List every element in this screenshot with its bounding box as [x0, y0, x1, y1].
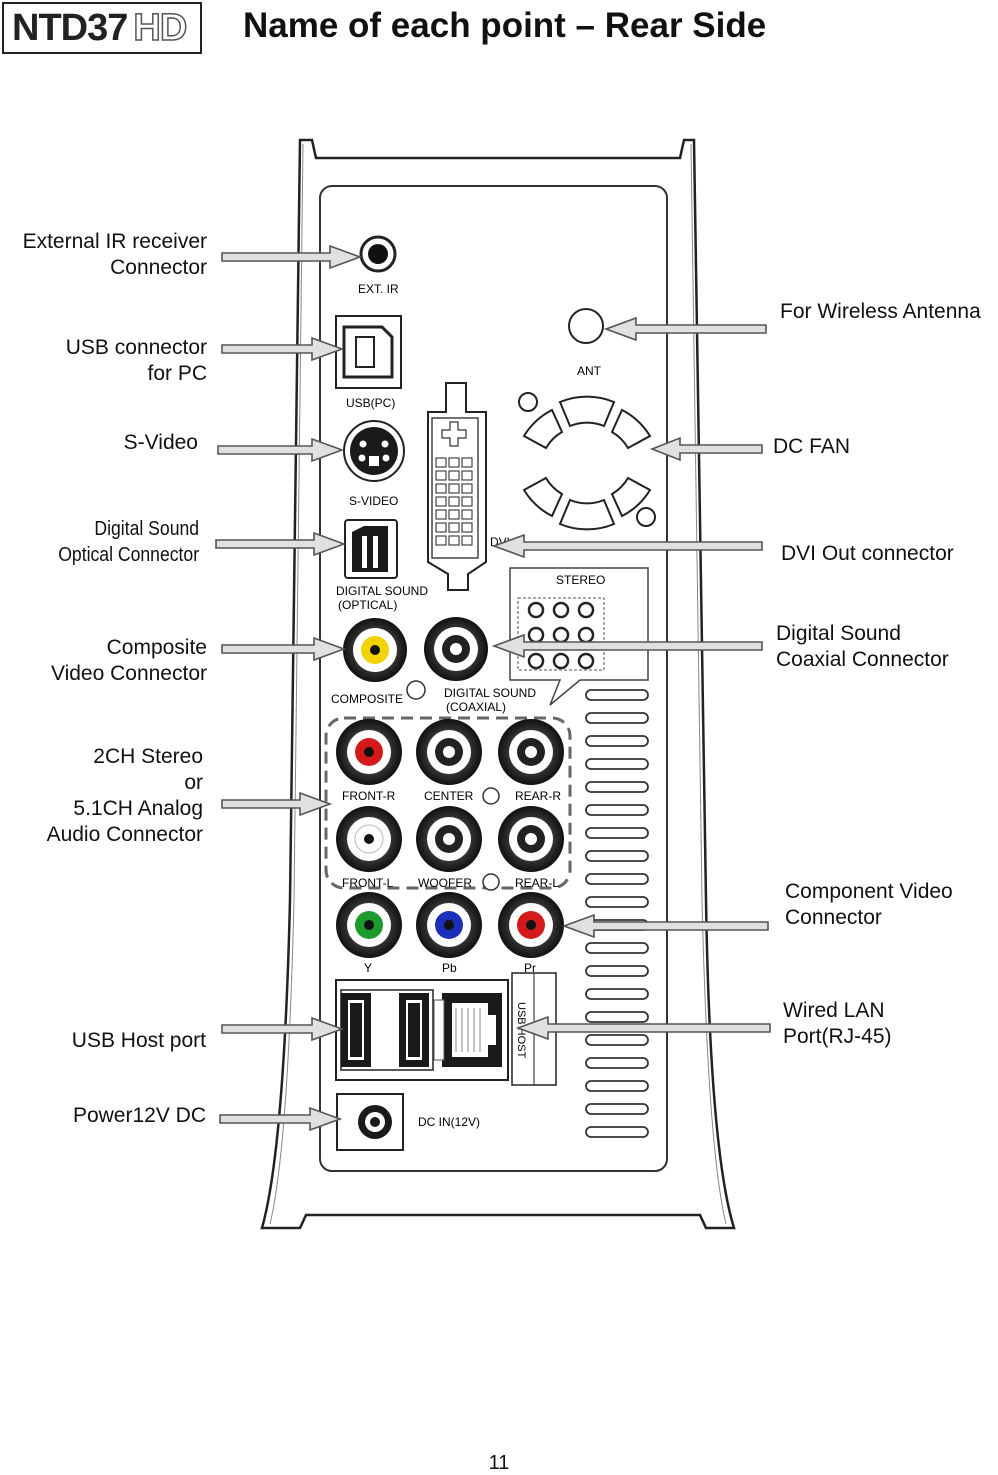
page-number: 11 — [488, 1452, 510, 1474]
component-pb-jack — [416, 892, 482, 958]
brand-logo: NTD37 HD — [2, 2, 202, 54]
logo-main: NTD37 — [12, 6, 128, 49]
woofer-jack — [416, 806, 482, 872]
arrow-composite — [221, 636, 347, 662]
label-usb-host: USB Host port — [71, 1029, 206, 1052]
rear-l-panel-label: REAR-L — [515, 876, 559, 890]
label-dvi: DVI Out connector — [781, 542, 954, 565]
page-title: Name of each point – Rear Side — [243, 6, 767, 45]
optical-port — [344, 519, 398, 579]
analog-audio-group — [324, 716, 572, 890]
dc-in-panel-label: DC IN(12V) — [418, 1115, 480, 1129]
pr-panel-label: Pr — [524, 961, 536, 975]
rear-l-jack — [498, 806, 564, 872]
arrow-fan — [649, 436, 763, 462]
arrow-ext-ir — [221, 244, 363, 270]
arrow-lan — [515, 1015, 771, 1041]
arrow-svideo — [217, 437, 345, 463]
front-r-jack — [336, 719, 402, 785]
usb-host-panel-label: USB HOST — [515, 1002, 527, 1059]
svideo-panel-label: S-VIDEO — [349, 494, 398, 508]
front-l-panel-label: FRONT-L — [342, 876, 394, 890]
arrow-coaxial — [491, 633, 763, 659]
arrow-power — [219, 1106, 343, 1132]
optical-panel-label-2: (OPTICAL) — [338, 598, 397, 612]
composite-jack — [343, 618, 407, 682]
dc-in-jack — [336, 1093, 404, 1151]
fan-vent — [518, 392, 656, 531]
label-power: Power12V DC — [72, 1104, 206, 1127]
usb-host-port — [340, 989, 434, 1071]
ant-panel-label: ANT — [577, 364, 602, 378]
ext-ir-panel-label: EXT. IR — [358, 282, 399, 296]
arrow-antenna — [603, 316, 767, 342]
component-y-jack — [336, 892, 402, 958]
ext-ir-jack — [359, 235, 397, 273]
arrow-dvi — [491, 533, 763, 559]
coaxial-jack — [424, 617, 488, 681]
arrow-analog — [221, 791, 333, 817]
stereo-panel-label: STEREO — [556, 573, 605, 587]
component-pr-jack — [498, 892, 564, 958]
lan-port — [433, 993, 502, 1067]
front-r-panel-label: FRONT-R — [342, 789, 396, 803]
logo-suffix: HD — [133, 6, 188, 50]
optical-panel-label-1: DIGITAL SOUND — [336, 584, 428, 598]
woofer-panel-label: WOOFER — [418, 876, 472, 890]
rear-r-panel-label: REAR-R — [515, 789, 561, 803]
front-l-jack — [336, 806, 402, 872]
stereo-callout — [509, 567, 649, 706]
arrow-component — [561, 913, 769, 939]
coaxial-panel-label-1: DIGITAL SOUND — [444, 686, 536, 700]
arrow-usb-host — [221, 1016, 345, 1042]
center-panel-label: CENTER — [424, 789, 474, 803]
usb-pc-port — [335, 315, 402, 389]
y-panel-label: Y — [364, 961, 372, 975]
svideo-port — [343, 420, 405, 482]
label-antenna: For Wireless Antenna — [780, 300, 981, 323]
usb-pc-panel-label: USB(PC) — [346, 396, 395, 410]
callout-arrows — [215, 244, 771, 1132]
coaxial-panel-label-2: (COAXIAL) — [446, 700, 506, 714]
rear-r-jack — [498, 719, 564, 785]
pb-panel-label: Pb — [442, 961, 457, 975]
antenna-connector — [568, 308, 604, 344]
label-svideo: S-Video — [123, 431, 198, 454]
composite-panel-label: COMPOSITE — [331, 692, 403, 706]
arrow-optical — [215, 531, 347, 557]
center-jack — [416, 719, 482, 785]
dvi-port — [427, 382, 487, 591]
arrow-usb-pc — [221, 336, 345, 362]
label-fan: DC FAN — [773, 435, 851, 458]
